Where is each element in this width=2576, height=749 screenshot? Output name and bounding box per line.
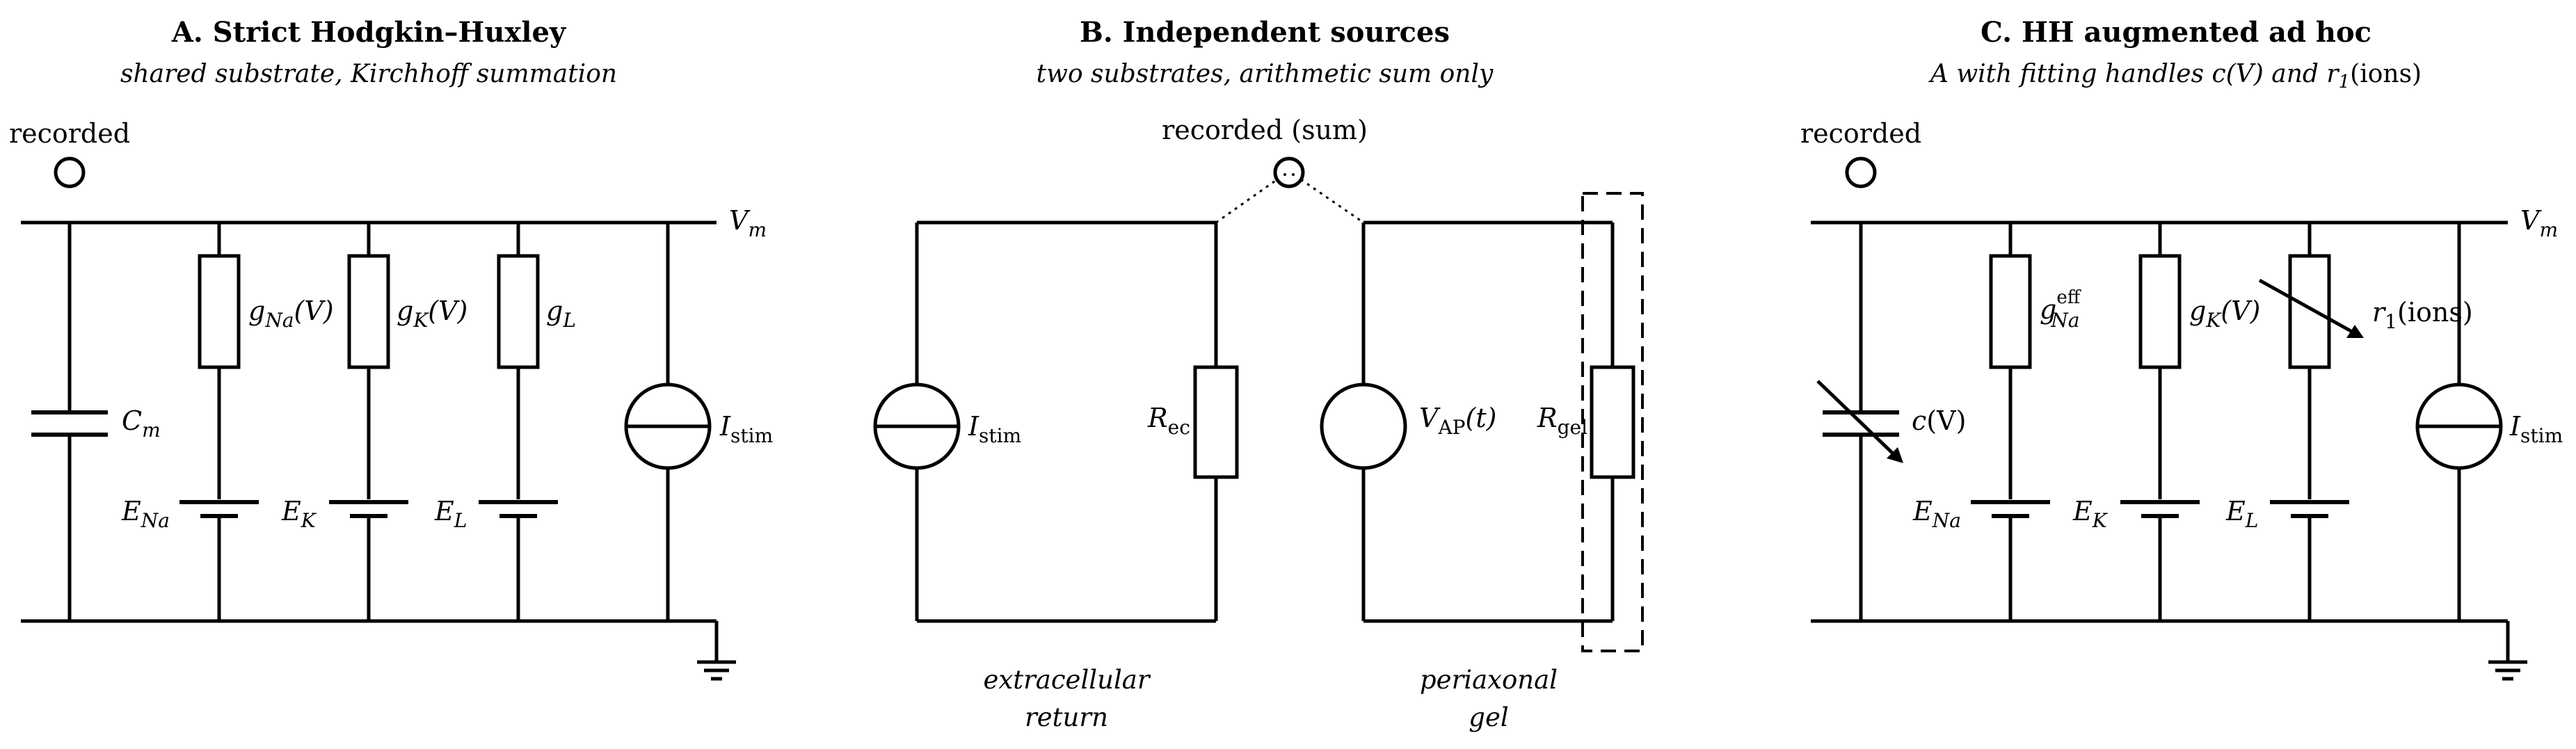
panel-b-rgel-label: Rgel xyxy=(1537,403,1587,439)
panel-b-left-note-line1: extracellular xyxy=(983,665,1151,695)
panel-b-left-note-line2: return xyxy=(1025,702,1108,732)
panel-a-cm-label: Cm xyxy=(122,405,161,442)
panel-c-subtitle: A with fitting handles c(V) and r1(ions) xyxy=(1928,60,2422,92)
panel-a-gl-label: gL xyxy=(546,296,576,332)
panel-a-membrane-capacitor xyxy=(31,223,108,621)
panel-b-sum-link-right xyxy=(1300,178,1364,224)
panel-a-title: A. Strict Hodgkin–Huxley xyxy=(171,16,567,49)
panel-c-cv-label: c(V) xyxy=(1912,405,1966,436)
panel-a-ena-label: ENa xyxy=(121,496,170,532)
panel-c-istim-label: Istim xyxy=(2509,411,2563,447)
panel-b-recording-electrode xyxy=(1273,156,1305,188)
panel-c-ek-label: EK xyxy=(2072,496,2109,532)
panel-c-potassium-branch xyxy=(2120,223,2200,621)
panel-c-sodium-branch xyxy=(1971,223,2050,621)
panel-b-vap-label: VAP(t) xyxy=(1419,403,1496,439)
panel-a-subtitle: shared substrate, Kirchhoff summation xyxy=(120,60,617,88)
panel-c: C. HH augmented ad hoc A with fitting ha… xyxy=(1800,16,2563,681)
panel-a-sodium-branch xyxy=(179,223,259,621)
panel-a-gna-label: gNa(V) xyxy=(248,296,334,332)
panel-b-title: B. Independent sources xyxy=(1080,16,1450,49)
panel-b-periaxonal-loop xyxy=(1320,220,1635,623)
panel-c-variable-resistor-branch xyxy=(2258,223,2364,621)
panel-a-vm-label: Vm xyxy=(729,205,767,241)
panel-c-ground xyxy=(2488,621,2527,681)
panel-c-recorded-label: recorded xyxy=(1800,118,1921,149)
panel-c-el-label: EL xyxy=(2225,496,2258,532)
panel-a-recorded-label: recorded xyxy=(9,118,130,149)
panel-b-right-note-line2: gel xyxy=(1469,702,1508,732)
panel-a-recording-electrode xyxy=(54,156,86,188)
panel-a: A. Strict Hodgkin–Huxley shared substrat… xyxy=(9,16,773,681)
panel-b-right-note-line1: periaxonal xyxy=(1420,665,1558,695)
panel-a-stimulus-source xyxy=(624,223,712,621)
panel-a-potassium-branch xyxy=(329,223,408,621)
panel-b: B. Independent sources two substrates, a… xyxy=(873,16,1644,732)
panel-b-extracellular-loop xyxy=(873,220,1239,623)
panel-a-leak-branch xyxy=(479,223,558,621)
panel-b-rec-label: Rec xyxy=(1147,403,1190,439)
panel-b-gel-boundary xyxy=(1581,192,1644,652)
panel-a-gk-label: gK(V) xyxy=(397,296,467,332)
panel-c-variable-capacitor xyxy=(1816,223,1903,621)
panel-c-vm-label: Vm xyxy=(2520,205,2558,241)
panel-b-electrode-dot xyxy=(1292,173,1295,176)
panel-c-stimulus-source xyxy=(2415,223,2503,621)
panel-c-recording-electrode xyxy=(1845,156,1877,188)
panel-c-title: C. HH augmented ad hoc xyxy=(1981,16,2371,49)
panel-b-istim-label: Istim xyxy=(968,411,1021,447)
panel-b-recorded-label: recorded (sum) xyxy=(1162,115,1368,145)
panel-a-el-label: EL xyxy=(434,496,467,532)
panel-a-ground xyxy=(697,621,736,681)
panel-b-sum-link-left xyxy=(1215,178,1278,224)
panel-b-electrode-dot xyxy=(1283,173,1286,176)
panel-a-ek-label: EK xyxy=(281,496,317,532)
panel-c-ena-label: ENa xyxy=(1912,496,1961,532)
panel-c-gk-label: gK(V) xyxy=(2189,296,2260,332)
panel-b-subtitle: two substrates, arithmetic sum only xyxy=(1037,60,1494,88)
panel-a-istim-label: Istim xyxy=(719,411,773,447)
